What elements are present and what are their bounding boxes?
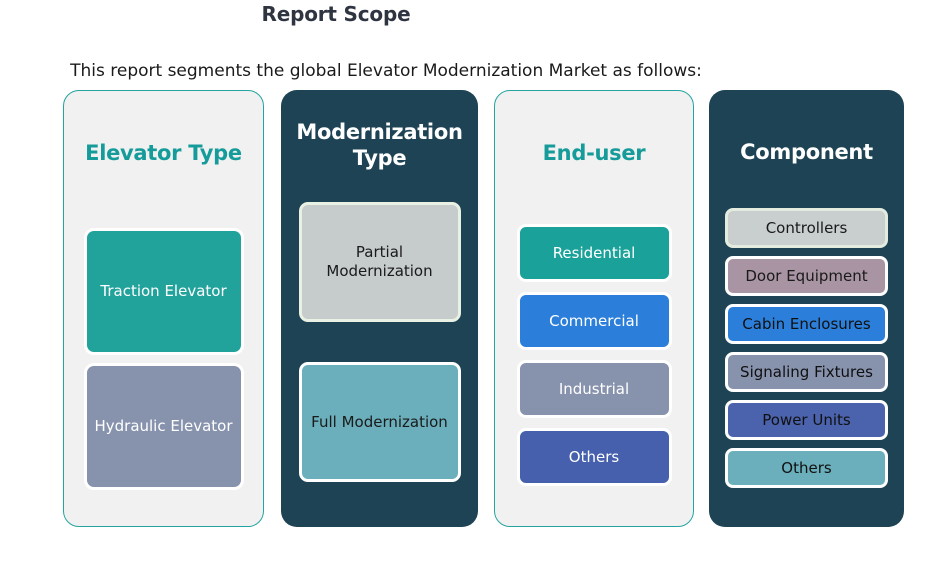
segment-item-label: Traction Elevator — [100, 282, 227, 301]
column-title-elevator-type: Elevator Type — [85, 141, 242, 165]
segment-item-label: Power Units — [762, 410, 851, 429]
segment-column-modernization-type: Modernization Type Partial Modernization… — [281, 90, 478, 527]
segment-item-power-units[interactable]: Power Units — [725, 400, 888, 440]
segment-item-residential[interactable]: Residential — [516, 224, 672, 282]
segment-item-partial-modernization[interactable]: Partial Modernization — [298, 202, 461, 322]
segment-column-elevator-type: Elevator Type Traction Elevator Hydrauli… — [63, 90, 264, 527]
column-items-elevator-type: Traction Elevator Hydraulic Elevator — [64, 228, 263, 490]
column-items-end-user: Residential Commercial Industrial Others — [495, 224, 693, 486]
column-title-end-user: End-user — [542, 141, 646, 165]
segment-item-label: Full Modernization — [311, 412, 448, 431]
segment-item-others[interactable]: Others — [725, 448, 888, 488]
segment-item-traction-elevator[interactable]: Traction Elevator — [83, 228, 244, 355]
page-subtitle: This report segments the global Elevator… — [70, 61, 702, 81]
segment-item-label: Commercial — [549, 311, 639, 330]
segment-item-label: Cabin Enclosures — [742, 314, 871, 333]
segment-item-industrial[interactable]: Industrial — [516, 360, 672, 418]
segment-item-hydraulic-elevator[interactable]: Hydraulic Elevator — [83, 363, 244, 490]
column-title-modernization-type: Modernization Type — [296, 120, 463, 170]
column-items-component: Controllers Door Equipment Cabin Enclosu… — [709, 208, 904, 488]
segment-item-label: Hydraulic Elevator — [94, 417, 233, 436]
segment-item-label: Partial Modernization — [326, 243, 433, 280]
segment-item-signaling-fixtures[interactable]: Signaling Fixtures — [725, 352, 888, 392]
segment-item-cabin-enclosures[interactable]: Cabin Enclosures — [725, 304, 888, 344]
segmentation-columns: Elevator Type Traction Elevator Hydrauli… — [63, 90, 913, 527]
segment-item-label: Residential — [552, 243, 636, 262]
column-title-component: Component — [740, 140, 873, 164]
segment-item-label: Controllers — [765, 218, 848, 237]
segment-item-label: Others — [568, 447, 620, 466]
segment-column-component: Component Controllers Door Equipment Cab… — [709, 90, 904, 527]
segment-column-end-user: End-user Residential Commercial Industri… — [494, 90, 694, 527]
segment-item-label: Others — [781, 458, 832, 477]
segment-item-label: Door Equipment — [745, 266, 868, 285]
segment-item-others[interactable]: Others — [516, 428, 672, 486]
column-items-modernization-type: Partial Modernization Full Modernization — [281, 202, 478, 482]
segment-item-door-equipment[interactable]: Door Equipment — [725, 256, 888, 296]
segment-item-full-modernization[interactable]: Full Modernization — [298, 362, 461, 482]
segment-item-controllers[interactable]: Controllers — [725, 208, 888, 248]
segment-item-commercial[interactable]: Commercial — [516, 292, 672, 350]
segment-item-label: Signaling Fixtures — [740, 362, 873, 381]
segment-item-label: Industrial — [558, 379, 630, 398]
page-title: Report Scope — [261, 2, 411, 26]
